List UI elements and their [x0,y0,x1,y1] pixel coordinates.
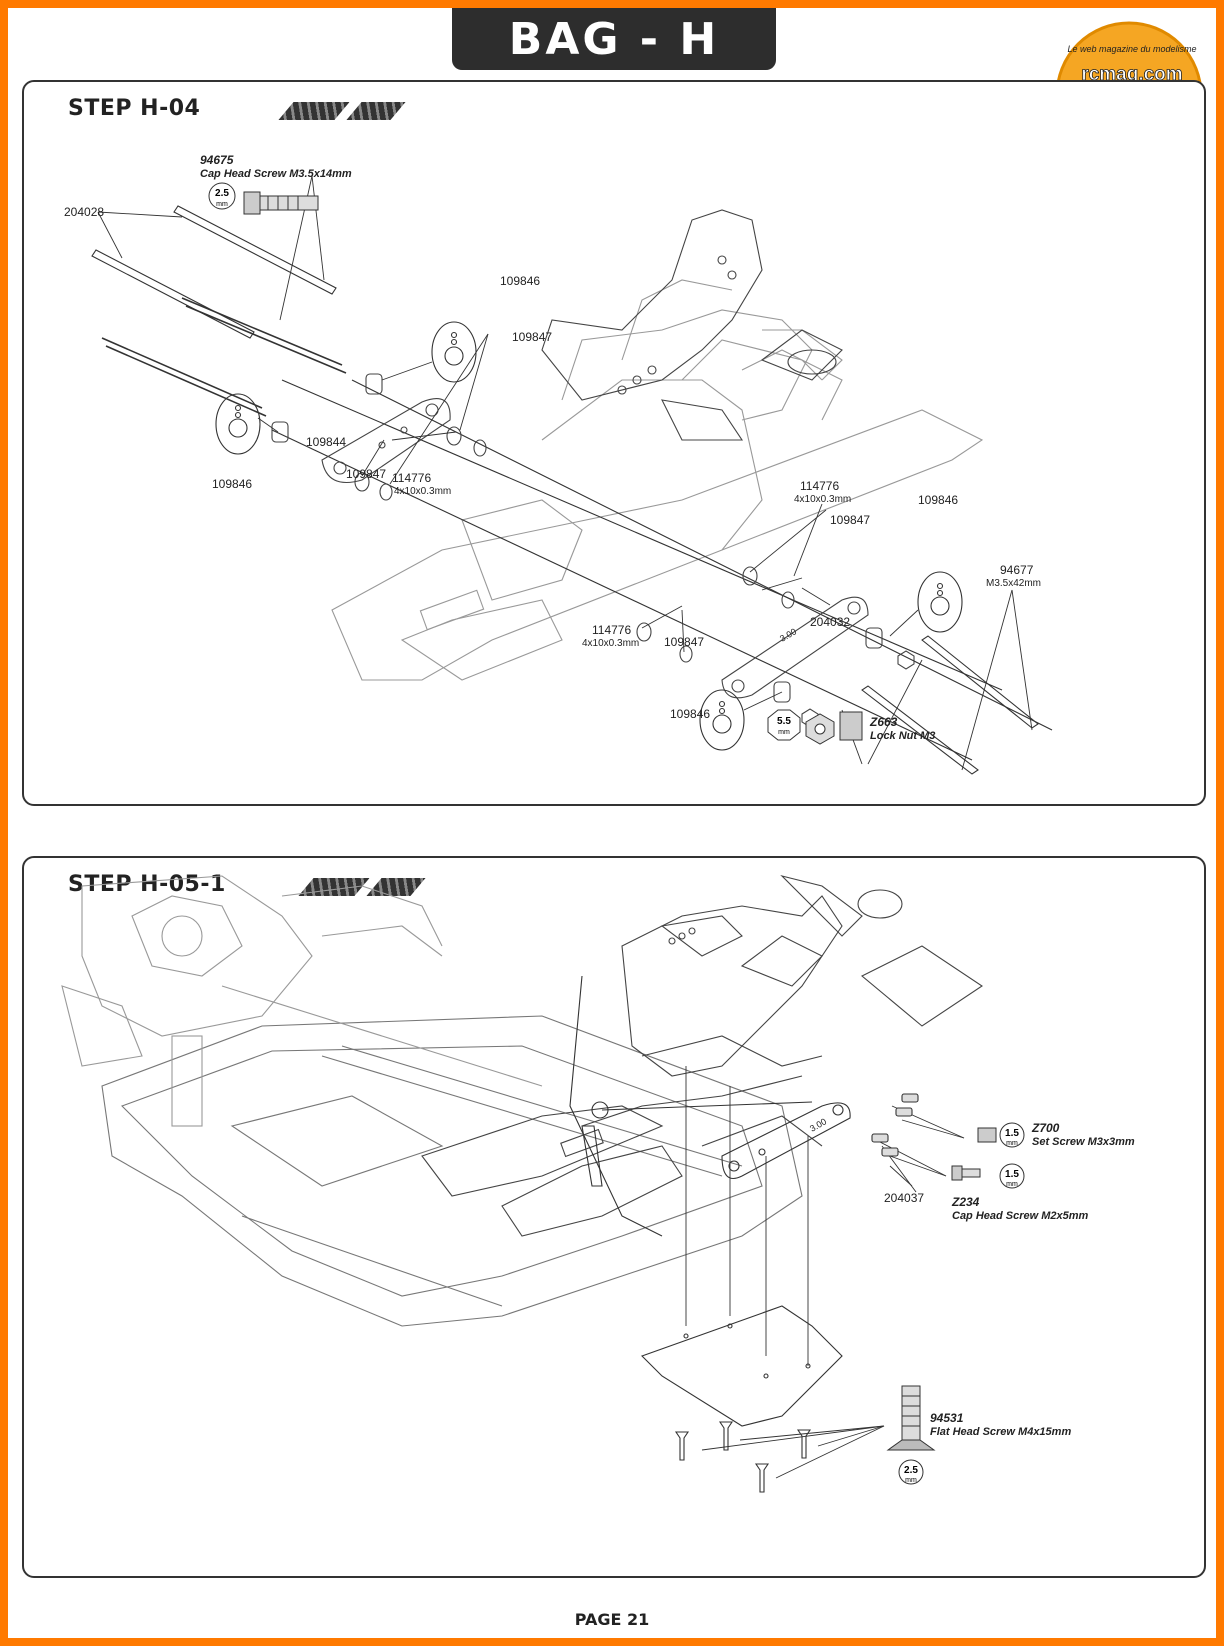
step-title: STEP H-04 [68,96,201,121]
part-number: 109847 [830,513,870,527]
part-description: Cap Head Screw M2x5mm [952,1210,1089,1222]
part-size: M3.5x42mm [986,578,1041,589]
tool-unit: mm [1006,1181,1018,1188]
chassis-ghost [331,279,984,681]
part-number: 109846 [212,477,252,491]
lock-nut-icon [805,711,863,745]
washers [354,426,795,663]
tool-badge [999,1163,1025,1189]
part-number: 204032 [810,615,850,629]
part-number: 109847 [346,467,386,481]
inserts-small [271,373,915,728]
tool-size: 2.5 [904,1465,918,1476]
part-size: 4x10x0.3mm [582,638,639,649]
part-description: Flat Head Screw M4x15mm [930,1426,1071,1438]
part-description: Cap Head Screw M3.5x14mm [200,168,352,180]
part-size: 4x10x0.3mm [794,494,851,505]
rear-pin-holder [721,596,869,699]
part-number: 114776 [800,479,839,493]
pin-mount [721,1102,851,1180]
tool-size: 2.5 [215,188,229,199]
tool-badge [208,182,236,210]
camber-link [569,975,813,1237]
leader-lines [701,1105,965,1479]
step-panel-h05-1: STEP H-05-1 [22,856,1206,1578]
part-number: Z663 [869,715,898,729]
axis-lines [271,379,1053,761]
front-pin-holder [321,398,451,484]
logo-site: rcmag.com [1081,64,1182,85]
part-description: Lock Nut M3 [870,730,935,742]
chassis-plate [101,1015,803,1327]
tool-unit: mm [1006,1140,1018,1147]
inserts-large [215,321,963,751]
diagram-step-h04: 2.5 mm 5.5 mm 94675 Cap Head Screw M3.5x… [64,153,1053,775]
rear-suspension [421,874,983,1237]
part-number: 109846 [670,707,710,721]
part-number: 109844 [306,435,346,449]
part-number: 109846 [918,493,958,507]
diagram-step-h05-1: 1.5 mm 1.5 mm 2.5 mm Z700 Set Screw M3x3… [61,874,1135,1493]
flat-screws [674,1421,812,1493]
part-number: 114776 [592,623,631,637]
part-number: 109847 [664,635,704,649]
tool-size: 5.5 [777,716,791,727]
leader-lines [97,175,1033,771]
part-description: Set Screw M3x3mm [1032,1136,1135,1148]
small-screws [871,1093,919,1157]
part-number: 94531 [930,1411,964,1425]
tool-unit: mm [778,729,790,736]
holder-marking: 3.00 [778,626,798,643]
tool-unit: mm [905,1477,917,1484]
skid-plate [640,1305,843,1427]
part-number: 94675 [200,153,234,167]
flat-head-screw-icon [886,1385,936,1451]
screw-axes [685,1066,809,1366]
cap-screw-icon [243,191,319,215]
part-number: Z234 [951,1195,980,1209]
rods-204028 [91,205,337,339]
logo-tagline: Le web magazine du modelisme [1067,44,1196,54]
part-number: 109847 [512,330,552,344]
cap-screw-icon [951,1165,981,1181]
bag-title: BAG - H [452,8,776,70]
part-number: 94677 [1000,563,1034,577]
part-size: 4x10x0.3mm [394,486,451,497]
tool-badge [999,1122,1025,1148]
part-number: Z700 [1031,1121,1060,1135]
long-screws [861,635,1039,775]
tool-unit: mm [216,201,228,208]
shock-tower [541,209,843,441]
part-number: 114776 [392,471,431,485]
tool-badge [767,709,801,741]
tool-badge [898,1459,924,1485]
part-number: 204037 [884,1191,924,1205]
front-assembly [61,875,543,1127]
part-number: 109846 [500,274,540,288]
set-screw-icon [977,1127,997,1143]
page-number: PAGE 21 [574,1610,650,1629]
part-number: 204028 [64,205,104,219]
hinge-pins [101,297,347,417]
tool-size: 1.5 [1005,1169,1019,1180]
step-title: STEP H-05-1 [68,872,226,897]
tool-size: 1.5 [1005,1128,1019,1139]
